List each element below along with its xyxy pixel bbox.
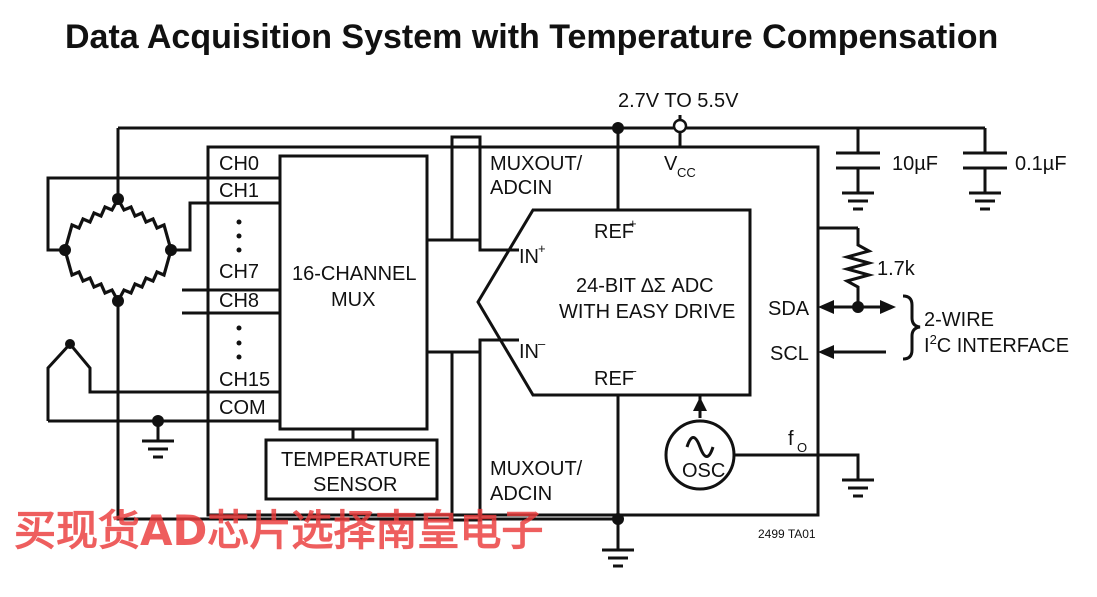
interface-label-rest: C INTERFACE: [937, 335, 1069, 357]
chip-outline: [206, 145, 820, 517]
sda-junction: [852, 301, 864, 313]
bridge-ground-wire: [116, 301, 452, 521]
channel-ch1: CH1: [219, 180, 259, 202]
channel-stubs: [182, 176, 280, 423]
adc-ref-minus-label: REF: [594, 368, 634, 390]
pullup-resistor-label: 1.7k: [877, 258, 916, 280]
sda-arrow-left-icon: [818, 300, 834, 314]
watermark: 买现货AD芯片选择南皇电子: [14, 506, 543, 555]
mux-label-line2: MUX: [331, 289, 375, 311]
adc-ref-minus-sup: –: [629, 363, 637, 378]
ground-symbol-fo: [842, 478, 874, 498]
supply-terminal: [672, 118, 688, 134]
adc-ref-plus-sup: +: [629, 216, 637, 231]
mux-block: [278, 154, 429, 431]
thermocouple-junction: [65, 339, 75, 349]
temp-sensor-label-line1: TEMPERATURE: [281, 449, 431, 471]
interface-label-line1: 2-WIRE: [924, 309, 994, 331]
adc-label-line1: 24-BIT ∆Σ ADC: [576, 275, 714, 297]
adc-block: [476, 208, 752, 397]
osc-label: OSC: [682, 460, 725, 482]
channel-com: COM: [219, 397, 266, 419]
bridge-sensor: [63, 198, 173, 302]
muxout-bottom-label-line2: ADCIN: [490, 483, 552, 505]
scl-arrow-icon: [818, 345, 834, 359]
bridge-node-left: [59, 244, 71, 256]
temp-sensor-label-line2: SENSOR: [313, 474, 397, 496]
osc-arrow-icon: [693, 397, 707, 411]
diagram-title: Data Acquisition System with Temperature…: [65, 18, 998, 56]
mux-label-line1: 16-CHANNEL: [292, 263, 416, 285]
interface-label-sup: 2: [930, 332, 937, 347]
supply-label: 2.7V TO 5.5V: [618, 90, 739, 112]
adc-ref-plus-label: REF: [594, 221, 634, 243]
scl-label: SCL: [770, 343, 809, 365]
ref-plus-junction: [612, 122, 624, 134]
interface-label-line2: I2C INTERFACE: [924, 332, 1069, 357]
adc-in-plus-label: IN: [519, 246, 539, 268]
ground-symbol-com: [142, 421, 174, 459]
channel-ch7: CH7: [219, 261, 259, 283]
muxout-bottom-label-line1: MUXOUT/: [490, 458, 583, 480]
muxout-top-label-line2: ADCIN: [490, 177, 552, 199]
capacitor-0.1uf: [963, 128, 1007, 211]
capacitor-10uf-label: 10µF: [892, 153, 938, 175]
adc-in-minus-sup: –: [538, 336, 546, 351]
muxout-top-label-line1: MUXOUT/: [490, 153, 583, 175]
channel-ellipsis-upper: [236, 219, 242, 253]
fo-subscript: O: [797, 440, 807, 455]
temperature-sensor-block: [264, 438, 439, 501]
thermocouple: [46, 341, 208, 423]
muxout-top-wire: [427, 238, 519, 252]
pullup-resistor: [818, 226, 875, 307]
bridge-right-to-ch1: [171, 201, 208, 252]
capacitor-10uf: [836, 128, 880, 211]
muxout-bottom-loop: [450, 352, 482, 522]
capacitor-0.1uf-label: 0.1µF: [1015, 153, 1067, 175]
muxout-top-loop: [450, 135, 482, 240]
vcc-label: V: [664, 153, 678, 175]
sine-wave-icon: [685, 436, 715, 458]
bridge-node-top: [112, 193, 124, 205]
bridge-node-bottom: [112, 295, 124, 307]
figure-id: 2499 TA01: [758, 527, 816, 541]
interface-label-i: I: [924, 335, 930, 357]
channel-ch8: CH8: [219, 290, 259, 312]
channel-ch15: CH15: [219, 369, 270, 391]
channel-ellipsis-lower: [236, 325, 242, 360]
adc-label-line2: WITH EASY DRIVE: [559, 301, 735, 323]
fo-label: f: [788, 428, 794, 450]
adc-in-plus-sup: +: [538, 241, 546, 256]
adc-in-minus-label: IN: [519, 341, 539, 363]
interface-brace: [902, 294, 921, 361]
vcc-subscript: CC: [677, 165, 696, 180]
bridge-left-to-ch0: [46, 176, 208, 252]
bridge-node-right: [165, 244, 177, 256]
sda-arrow-right-icon: [880, 300, 896, 314]
channel-ch0: CH0: [219, 153, 259, 175]
sda-label: SDA: [768, 298, 810, 320]
fo-wire: [734, 453, 860, 480]
ground-symbol-adc: [602, 548, 634, 568]
